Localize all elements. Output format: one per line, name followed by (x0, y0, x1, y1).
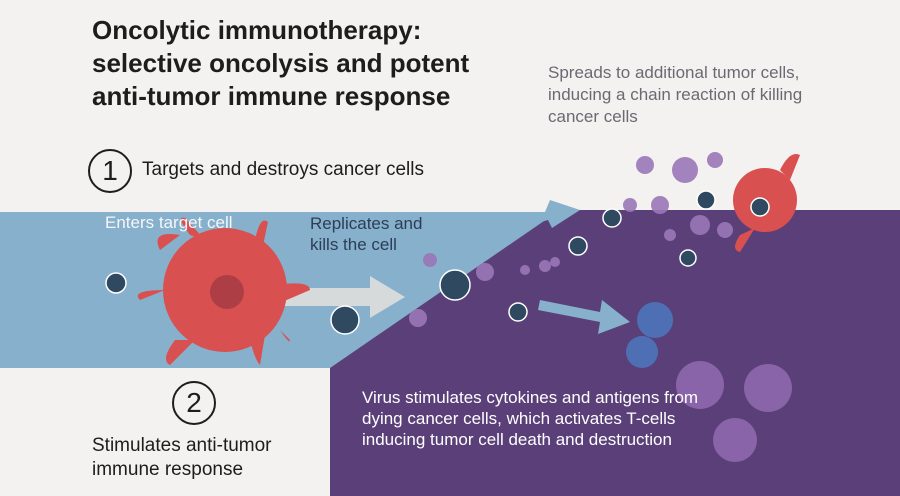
virus-icons (105, 190, 770, 335)
virus-icon (330, 305, 360, 335)
virus-icon (439, 269, 471, 301)
step-2-badge: 2 (172, 381, 216, 425)
arrow-icon (280, 276, 405, 318)
spread-text: Spreads to additional tumor cells, induc… (548, 63, 803, 126)
dying-cell-icon (713, 418, 757, 462)
virus-icon (602, 208, 622, 228)
t-cell-icon (626, 336, 658, 368)
particles (409, 152, 733, 327)
replicates-label: Replicates and kills the cell (310, 214, 423, 254)
enters-label: Enters target cell (105, 213, 233, 232)
step-2-label: Stimulates anti-tumor immune response (92, 435, 272, 480)
dying-cell-icon (676, 361, 724, 409)
dying-cell-icon (744, 364, 792, 412)
arrow-icon (538, 300, 630, 334)
virus-icon (679, 249, 697, 267)
virus-text: Virus stimulates cytokines and antigens … (362, 388, 699, 449)
virus-icon (750, 197, 770, 217)
purple-region (330, 210, 900, 496)
step-1-badge: 1 (88, 149, 132, 193)
virus-icon (508, 302, 528, 322)
step-1-label: Targets and destroys cancer cells (142, 159, 424, 180)
virus-icon (105, 272, 127, 294)
arrow-icon (490, 200, 580, 235)
page-title: Oncolytic immunotherapy: selective oncol… (92, 15, 470, 111)
cancer-cell-icon (137, 217, 310, 365)
virus-icon (568, 236, 588, 256)
virus-icon (696, 190, 716, 210)
t-cell-icon (637, 302, 673, 338)
